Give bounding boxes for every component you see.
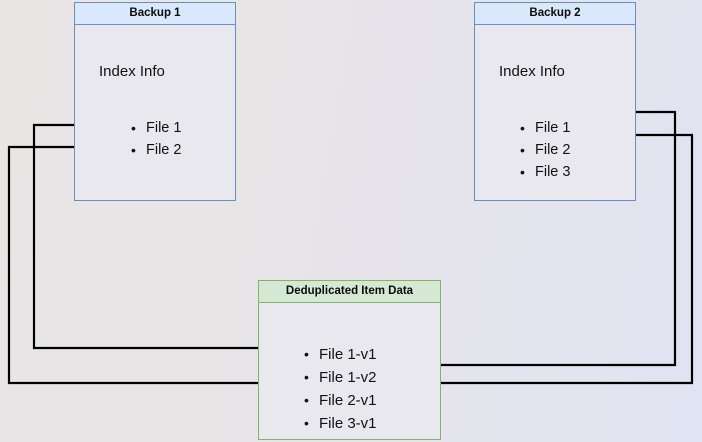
list-item: File 1 xyxy=(520,117,570,139)
list-item: File 3 xyxy=(520,161,570,183)
node-backup-1-header: Backup 1 xyxy=(75,3,235,25)
backup-2-file-list: File 1 File 2 File 3 xyxy=(520,117,570,183)
dedup-item-list: File 1-v1 File 1-v2 File 2-v1 File 3-v1 xyxy=(304,343,377,435)
node-dedup-body: File 1-v1 File 1-v2 File 2-v1 File 3-v1 xyxy=(259,303,440,439)
backup-1-file-list: File 1 File 2 xyxy=(131,117,181,161)
list-item: File 2 xyxy=(131,139,181,161)
backup-2-index-info-label: Index Info xyxy=(499,63,565,80)
backup-1-index-info-label: Index Info xyxy=(99,63,165,80)
list-item: File 3-v1 xyxy=(304,412,377,435)
list-item: File 1-v2 xyxy=(304,366,377,389)
node-backup-2-body: Index Info File 1 File 2 File 3 xyxy=(475,25,635,200)
node-backup-2[interactable]: Backup 2 Index Info File 1 File 2 File 3 xyxy=(474,2,636,201)
node-backup-1-body: Index Info File 1 File 2 xyxy=(75,25,235,200)
node-deduplicated-item-data[interactable]: Deduplicated Item Data File 1-v1 File 1-… xyxy=(258,280,441,440)
list-item: File 1-v1 xyxy=(304,343,377,366)
list-item: File 1 xyxy=(131,117,181,139)
node-backup-1[interactable]: Backup 1 Index Info File 1 File 2 xyxy=(74,2,236,201)
node-backup-2-header: Backup 2 xyxy=(475,3,635,25)
list-item: File 2 xyxy=(520,139,570,161)
node-dedup-header: Deduplicated Item Data xyxy=(259,281,440,303)
list-item: File 2-v1 xyxy=(304,389,377,412)
